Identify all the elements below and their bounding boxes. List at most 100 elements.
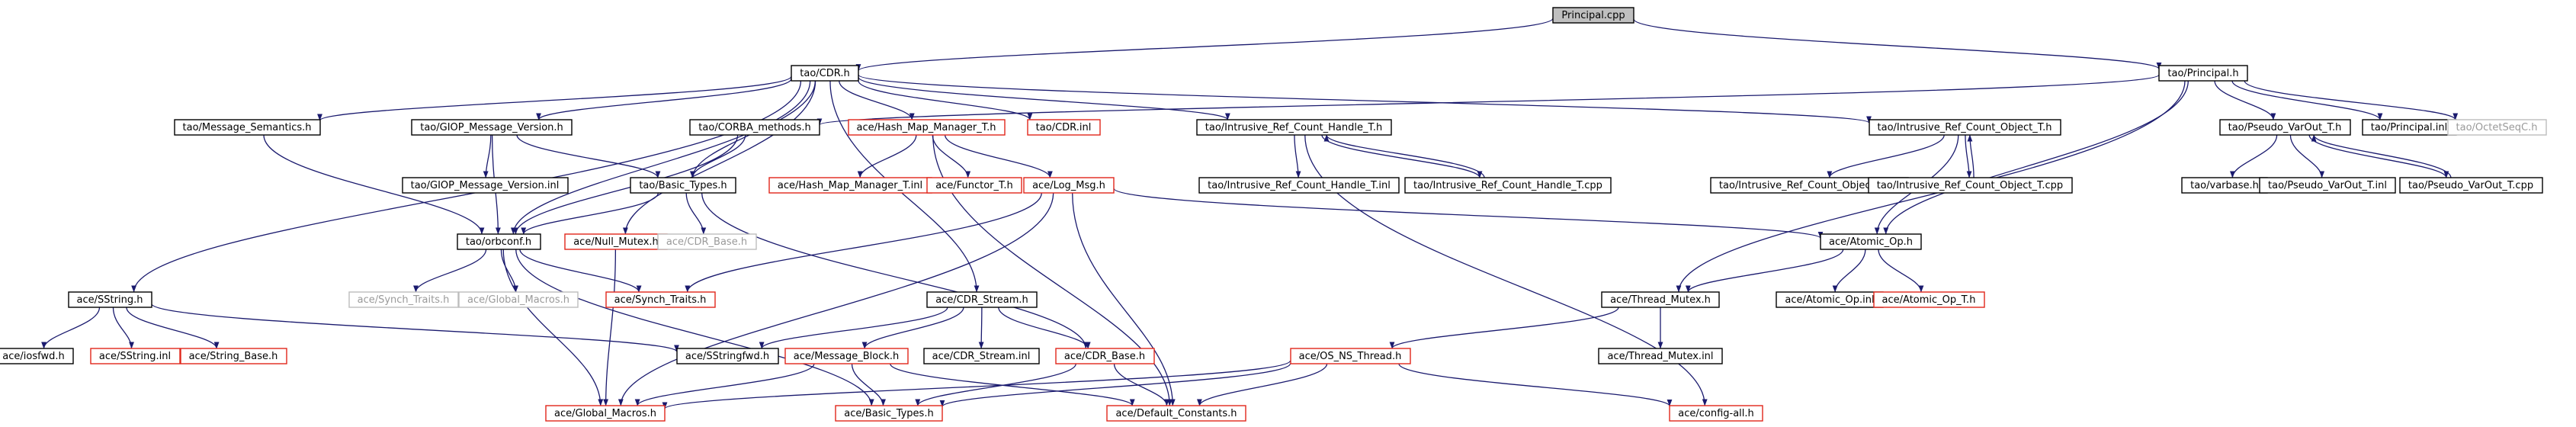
node-tao-giop-message-version-inl[interactable]: tao/GIOP_Message_Version.inl	[402, 177, 569, 194]
node-tao-pseudo-varout-t-inl[interactable]: tao/Pseudo_VarOut_T.inl	[2259, 177, 2396, 194]
node-label: tao/Intrusive_Ref_Count_Handle_T.cpp	[1413, 180, 1602, 191]
edge-arrow	[1304, 134, 1708, 406]
node-tao-intrusive-ref-count-handle-t-inl[interactable]: tao/Intrusive_Ref_Count_Handle_T.inl	[1198, 177, 1400, 194]
node-ace-thread-mutex-h[interactable]: ace/Thread_Mutex.h	[1601, 291, 1720, 308]
node-ace-iosfwd-h[interactable]: ace/iosfwd.h	[0, 348, 74, 364]
node-tao-corba-methods-h[interactable]: tao/CORBA_methods.h	[689, 119, 820, 136]
node-label: ace/iosfwd.h	[2, 351, 64, 362]
node-ace-default-constants-h[interactable]: ace/Default_Constants.h	[1106, 405, 1246, 422]
node-box	[605, 291, 716, 308]
node-label: ace/CDR_Stream.inl	[932, 351, 1031, 362]
node-tao-pseudo-varout-t-cpp[interactable]: tao/Pseudo_VarOut_T.cpp	[2399, 177, 2543, 194]
node-label: ace/OS_NS_Thread.h	[1299, 351, 1402, 362]
node-tao-varbase-h[interactable]: tao/varbase.h	[2181, 177, 2268, 194]
edge-arrow	[413, 249, 487, 293]
edge-arrow	[1965, 134, 1972, 178]
node-box	[835, 405, 943, 422]
node-label: tao/Message_Semantics.h	[183, 122, 312, 133]
edge-arrow	[263, 134, 485, 235]
node-label: ace/Null_Mutex.h	[573, 236, 659, 248]
node-box	[1868, 177, 2073, 194]
node-box	[926, 291, 1038, 308]
node-ace-hash-map-manager-t-inl[interactable]: ace/Hash_Map_Manager_T.inl	[768, 177, 932, 194]
edge-arrow	[41, 307, 101, 349]
node-tao-cdr-h[interactable]: tao/CDR.h	[791, 65, 859, 82]
node-ace-sstringfwd-h[interactable]: ace/SStringfwd.h	[676, 348, 779, 364]
edge-arrow	[890, 363, 1135, 406]
edge-arrow	[932, 134, 971, 178]
node-ace-cdr-base-h[interactable]: ace/CDR_Base.h	[1055, 348, 1155, 364]
node-box	[2158, 65, 2248, 82]
node-ace-global-macros-h[interactable]: ace/Global_Macros.h	[458, 291, 579, 308]
edge-arrow	[502, 249, 604, 406]
node-label: tao/Pseudo_VarOut_T.cpp	[2408, 180, 2533, 191]
node-ace-synch-traits-h[interactable]: ace/Synch_Traits.h	[605, 291, 716, 308]
node-ace-sstring-h[interactable]: ace/SString.h	[68, 291, 152, 308]
node-ace-atomic-op-inl[interactable]: ace/Atomic_Op.inl	[1776, 291, 1884, 308]
node-tao-intrusive-ref-count-object-t-cpp[interactable]: tao/Intrusive_Ref_Count_Object_T.cpp	[1868, 177, 2073, 194]
edge-arrow	[126, 307, 220, 349]
node-ace-thread-mutex-inl[interactable]: ace/Thread_Mutex.inl	[1598, 348, 1723, 364]
node-ace-global-macros-h[interactable]: ace/Global_Macros.h	[545, 405, 666, 422]
edge-arrow	[2231, 80, 2383, 120]
node-label: ace/Thread_Mutex.inl	[1607, 351, 1713, 362]
node-box	[402, 177, 569, 194]
node-label: ace/Log_Msg.h	[1032, 180, 1105, 191]
node-label: tao/varbase.h	[2190, 180, 2259, 191]
node-ace-log-msg-h[interactable]: ace/Log_Msg.h	[1023, 177, 1115, 194]
node-box	[2259, 177, 2396, 194]
node-tao-message-semantics-h[interactable]: tao/Message_Semantics.h	[174, 119, 321, 136]
edge-arrow	[2289, 134, 2325, 178]
edge-arrow	[858, 76, 1230, 120]
node-tao-basic-types-h[interactable]: tao/Basic_Types.h	[630, 177, 736, 194]
node-tao-principal-h[interactable]: tao/Principal.h	[2158, 65, 2248, 82]
node-tao-intrusive-ref-count-object-t-h[interactable]: tao/Intrusive_Ref_Count_Object_T.h	[1869, 119, 2061, 136]
node-box	[90, 348, 181, 364]
edge-arrow	[1967, 134, 1975, 178]
node-ace-synch-traits-h[interactable]: ace/Synch_Traits.h	[348, 291, 459, 308]
node-ace-atomic-op-h[interactable]: ace/Atomic_Op.h	[1820, 233, 1922, 250]
nodes-layer: Principal.cpp tao/CDR.h tao/Principal.h tao…	[0, 7, 2547, 422]
node-ace-null-mutex-h[interactable]: ace/Null_Mutex.h	[564, 233, 668, 250]
node-principal-cpp[interactable]: Principal.cpp	[1552, 7, 1634, 24]
node-tao-intrusive-ref-count-handle-t-cpp[interactable]: tao/Intrusive_Ref_Count_Handle_T.cpp	[1404, 177, 1612, 194]
edge-arrow	[662, 360, 1291, 409]
node-tao-giop-message-version-h[interactable]: tao/GIOP_Message_Version.h	[411, 119, 573, 136]
node-ace-cdr-stream-inl[interactable]: ace/CDR_Stream.inl	[923, 348, 1040, 364]
node-label: ace/Global_Macros.h	[467, 294, 569, 306]
edge-arrow	[516, 134, 661, 178]
node-label: tao/GIOP_Message_Version.h	[420, 122, 563, 133]
node-ace-functor-t-h[interactable]: ace/Functor_T.h	[926, 177, 1022, 194]
node-label: tao/Pseudo_VarOut_T.inl	[2268, 180, 2387, 191]
node-ace-atomic-op-t-h[interactable]: ace/Atomic_Op_T.h	[1873, 291, 1985, 308]
edge-arrow	[1883, 80, 2189, 235]
edge-arrow	[2311, 134, 2452, 178]
node-ace-config-all-h[interactable]: ace/config-all.h	[1669, 405, 1763, 422]
node-tao-intrusive-ref-count-handle-t-h[interactable]: tao/Intrusive_Ref_Count_Handle_T.h	[1196, 119, 1392, 136]
node-ace-os-ns-thread-h[interactable]: ace/OS_NS_Thread.h	[1290, 348, 1411, 364]
node-box	[1404, 177, 1612, 194]
node-ace-cdr-base-h[interactable]: ace/CDR_Base.h	[657, 233, 757, 250]
node-tao-orbconf-h[interactable]: tao/orbconf.h	[457, 233, 541, 250]
edge-arrow	[685, 192, 707, 235]
edge-arrow	[932, 134, 1173, 406]
edge-arrow	[483, 134, 492, 178]
node-label: ace/CDR_Base.h	[1064, 351, 1145, 362]
node-tao-principal-inl[interactable]: tao/Principal.inl	[2362, 119, 2457, 136]
node-ace-cdr-stream-h[interactable]: ace/CDR_Stream.h	[926, 291, 1038, 308]
node-box	[923, 348, 1040, 364]
node-tao-cdr-inl[interactable]: tao/CDR.inl	[1027, 119, 1101, 136]
node-ace-string-base-h[interactable]: ace/String_Base.h	[180, 348, 287, 364]
node-ace-message-block-h[interactable]: ace/Message_Block.h	[784, 348, 909, 364]
node-box	[1055, 348, 1155, 364]
node-box	[2399, 177, 2543, 194]
node-label: tao/Intrusive_Ref_Count_Object_T.h	[1878, 122, 2052, 133]
node-ace-basic-types-h[interactable]: ace/Basic_Types.h	[835, 405, 943, 422]
node-tao-intrusive-ref-count-object-t-inl[interactable]: tao/Intrusive_Ref_Count_Object_T.inl	[1710, 177, 1909, 194]
edge-arrow	[861, 307, 964, 349]
node-ace-hash-map-manager-t-h[interactable]: ace/Hash_Map_Manager_T.h	[848, 119, 1006, 136]
edge-arrow	[1197, 363, 1328, 406]
node-tao-pseudo-varout-t-h[interactable]: tao/Pseudo_VarOut_T.h	[2219, 119, 2351, 136]
node-ace-sstring-inl[interactable]: ace/SString.inl	[90, 348, 181, 364]
node-tao-octetseqc-h[interactable]: tao/OctetSeqC.h	[2447, 119, 2547, 136]
